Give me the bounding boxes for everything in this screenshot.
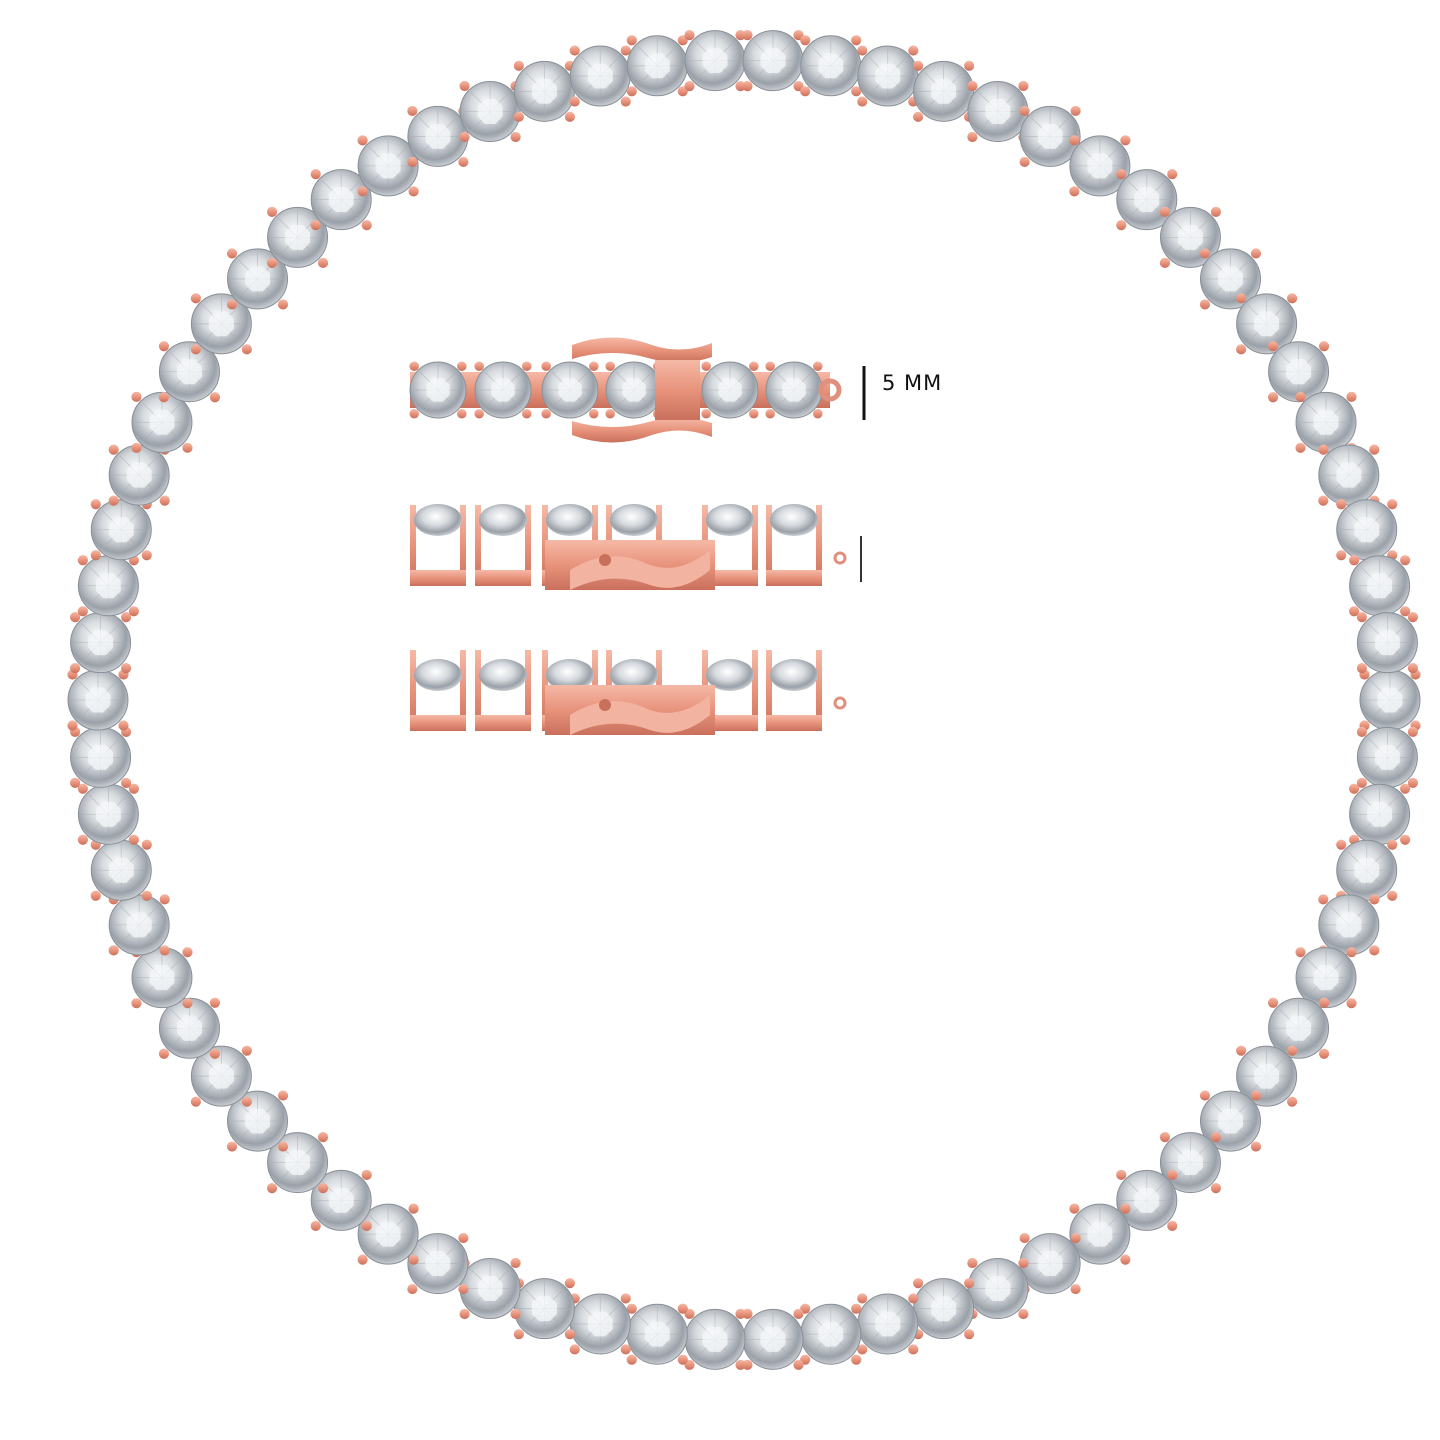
diamond-stone (569, 1293, 631, 1355)
dimension-label: 5 MM (882, 371, 943, 395)
diamond-stone (967, 1257, 1029, 1320)
diamond-stone (857, 45, 919, 107)
diamond-stone (1318, 444, 1380, 506)
diamond-stone (131, 947, 193, 1009)
diamond-stone (1069, 1203, 1131, 1265)
diamond-stone (108, 894, 170, 956)
diamond-stone (474, 361, 532, 419)
diamond-stone (626, 35, 688, 97)
diamond-stone (409, 361, 467, 419)
diamond-stone (742, 1308, 804, 1370)
diamond-stone (684, 1308, 746, 1370)
diamond-stone (1356, 726, 1418, 788)
diamond-stone (70, 612, 132, 674)
diamond-stone (407, 105, 469, 168)
diamond-stone (1359, 669, 1421, 731)
top-view (409, 337, 842, 443)
diamond-stone (1349, 783, 1411, 845)
diamond-stone (90, 499, 152, 561)
diamond-stone (226, 1090, 289, 1152)
diamond-stone (459, 1257, 521, 1320)
diamond-stone (90, 839, 152, 901)
diamond-stone (67, 669, 129, 731)
diamond-stone (913, 1278, 975, 1340)
clasp-detail-views (409, 337, 847, 735)
diamond-stone (626, 1303, 688, 1365)
diamond-stone (913, 60, 975, 122)
diamond-stone (857, 1293, 919, 1355)
diamond-stone (310, 169, 372, 231)
diamond-stone (800, 35, 862, 97)
necklace-ring (67, 30, 1421, 1370)
diamond-stone (1295, 391, 1357, 453)
diamond-stone (1069, 135, 1131, 197)
diamond-stone (1336, 499, 1398, 561)
diamond-stone (158, 997, 221, 1059)
diamond-stone (1236, 293, 1298, 355)
diamond-stone (131, 391, 193, 453)
diamond-stone (1019, 1232, 1081, 1295)
diamond-stone (1199, 248, 1262, 310)
diamond-stone (108, 444, 170, 506)
diamond-stone (357, 1203, 419, 1265)
diamond-stone (800, 1303, 862, 1365)
diamond-stone (967, 80, 1029, 143)
diamond-stone (77, 783, 139, 845)
diamond-stone (1295, 947, 1357, 1009)
diamond-stone (513, 1278, 575, 1340)
diamond-stone (190, 1045, 252, 1107)
diamond-stone (77, 555, 139, 617)
diamond-stone (1267, 341, 1330, 403)
diamond-stone (1116, 1169, 1178, 1231)
angled-view (410, 650, 847, 735)
diamond-stone (1356, 612, 1418, 674)
diamond-stone (684, 30, 746, 92)
diamond-stone (1349, 555, 1411, 617)
diamond-stone (569, 45, 631, 107)
diamond-stone (1336, 839, 1398, 901)
diamond-stone (158, 341, 221, 403)
diamond-stone (1236, 1045, 1298, 1107)
diamond-stone (605, 361, 663, 419)
diamond-stone (765, 361, 823, 419)
diamond-stone (1019, 105, 1081, 168)
side-view (410, 504, 847, 590)
diamond-stone (701, 361, 759, 419)
diamond-stone (459, 80, 521, 143)
diamond-stone (70, 726, 132, 788)
diamond-stone (541, 361, 599, 419)
diamond-stone (1318, 894, 1380, 956)
diamond-stone (742, 30, 804, 92)
diamond-stone (513, 60, 575, 122)
